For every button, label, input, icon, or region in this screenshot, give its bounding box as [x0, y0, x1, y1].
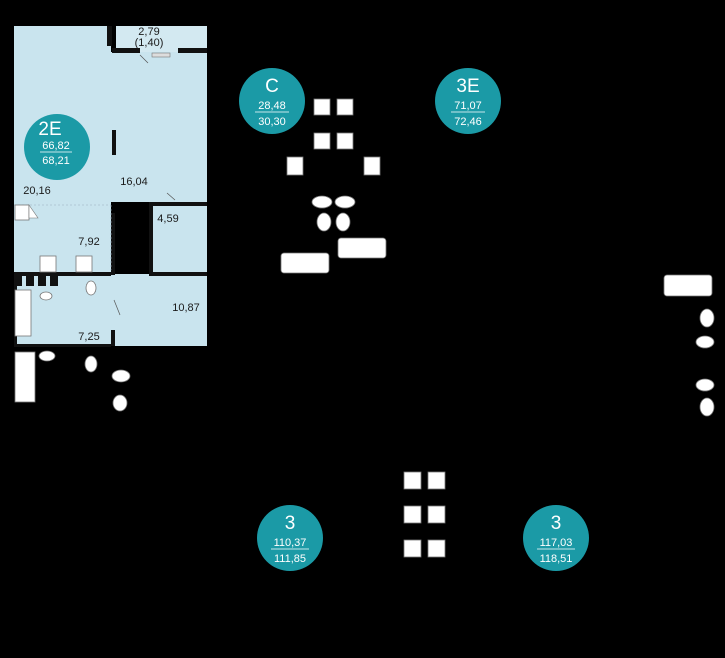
- stove-icon: [403, 505, 422, 524]
- bathtub-icon: [280, 252, 330, 274]
- badge-area-total: 30,30: [258, 116, 286, 128]
- bathtub-icon: [14, 351, 36, 403]
- washbasin-icon: [695, 378, 715, 392]
- toilet-icon: [112, 394, 128, 412]
- room-area-hall: 7,92: [78, 236, 99, 248]
- stove-icon: [427, 539, 446, 558]
- badge-area-living: 71,07: [454, 100, 482, 112]
- washbasin-icon: [38, 350, 56, 362]
- room-area-bedroom: 10,87: [172, 302, 200, 314]
- badge-code: 3: [551, 513, 562, 534]
- badge-area-living: 117,03: [540, 537, 573, 549]
- washbasin-icon: [334, 195, 356, 209]
- washbasin-icon: [39, 291, 53, 301]
- room-area-balcony: 2,79: [138, 26, 159, 38]
- room-area-bathroom-1: 4,59: [157, 213, 178, 225]
- toilet-icon: [84, 355, 98, 373]
- washbasin-icon: [311, 195, 333, 209]
- badge-area-total: 118,51: [540, 553, 573, 565]
- badge-code: 3: [285, 513, 296, 534]
- toilet-icon: [335, 212, 351, 232]
- sink-icon: [363, 156, 381, 176]
- toilet-icon: [699, 397, 715, 417]
- badge-3e[interactable]: 3E 71,07 72,46: [435, 68, 501, 134]
- badge-2e[interactable]: 2E 66,82 68,21: [24, 114, 90, 180]
- stove-icon: [39, 255, 57, 273]
- badge-3-left[interactable]: 3 110,37 111,85: [257, 505, 323, 571]
- sink-icon: [336, 132, 354, 150]
- stove-icon: [14, 204, 30, 221]
- badge-area-total: 68,21: [42, 155, 70, 167]
- badge-area-living: 110,37: [274, 537, 307, 549]
- sink-icon: [313, 132, 331, 150]
- toilet-icon: [699, 308, 715, 328]
- badge-area-living: 28,48: [258, 100, 286, 112]
- badge-c[interactable]: С 28,48 30,30: [239, 68, 305, 134]
- stove-icon: [313, 98, 331, 116]
- sink-icon: [427, 471, 446, 490]
- room-area-balcony-reduced: (1,40): [135, 37, 164, 49]
- stove-icon: [336, 98, 354, 116]
- bathtub-icon: [663, 274, 713, 297]
- toilet-icon: [85, 280, 97, 296]
- bathtub-icon: [14, 289, 32, 337]
- stove-icon: [403, 539, 422, 558]
- badge-area-living: 66,82: [42, 140, 70, 152]
- fixtures-outside: [14, 98, 715, 558]
- sink-icon: [75, 255, 93, 273]
- badge-area-total: 111,85: [274, 553, 306, 565]
- floor-balcony: [116, 26, 207, 52]
- washbasin-icon: [695, 335, 715, 349]
- badge-code: 2E: [38, 119, 61, 140]
- room-area-kitchen-living: 16,04: [120, 176, 148, 188]
- floor-kitchen-living: [111, 52, 207, 202]
- badge-code: 3E: [456, 76, 479, 97]
- stove-icon: [427, 505, 446, 524]
- badge-code: С: [265, 76, 279, 97]
- sink-icon: [286, 156, 304, 176]
- room-area-living: 20,16: [23, 185, 51, 197]
- badge-area-total: 72,46: [454, 116, 482, 128]
- apartment-2e: 2,79 (1,40) 20,16 16,04 7,92 4,59 10,87 …: [14, 26, 207, 347]
- floor-bathroom-1: [151, 202, 207, 274]
- washbasin-icon: [111, 369, 131, 383]
- room-area-bathroom-2: 7,25: [78, 331, 99, 343]
- bathtub-icon: [337, 237, 387, 259]
- toilet-icon: [316, 212, 332, 232]
- sink-icon: [403, 471, 422, 490]
- badge-3-right[interactable]: 3 117,03 118,51: [523, 505, 589, 571]
- floor-bedroom: [111, 274, 207, 346]
